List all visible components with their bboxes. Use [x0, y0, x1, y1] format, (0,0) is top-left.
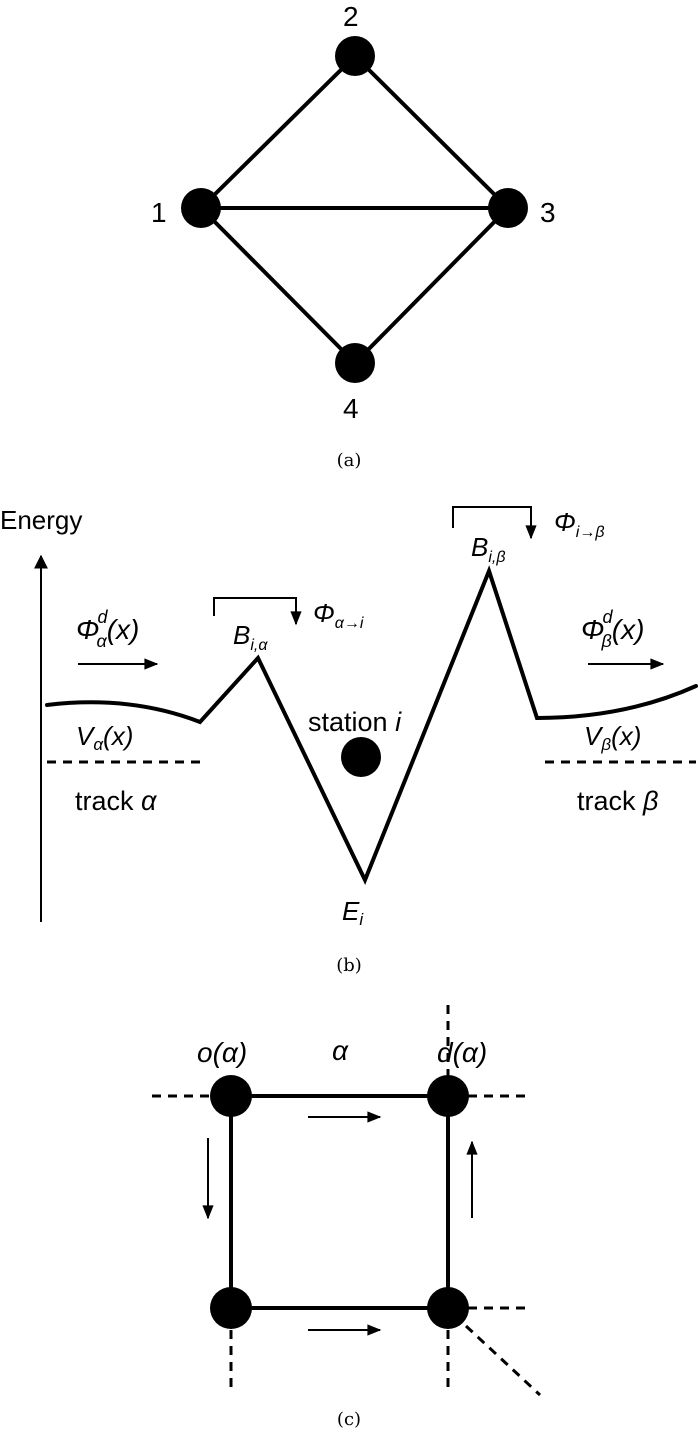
bracket-arrow-i-to-beta — [452, 506, 537, 540]
phi-alpha-to-i-label: Φα→i — [313, 598, 364, 632]
node-2 — [335, 36, 375, 76]
edge-2-3 — [353, 54, 510, 210]
node-3 — [488, 188, 528, 228]
track-alpha-label: track α — [75, 786, 158, 816]
v-alpha-label: Vα(x) — [76, 721, 133, 754]
origin-label: o(α) — [197, 1037, 247, 1068]
node-destination — [427, 1075, 469, 1117]
node-bottom-left — [210, 1287, 252, 1329]
node-1 — [181, 188, 221, 228]
node-1-label: 1 — [151, 197, 167, 228]
panel-c-network: o(α) d(α) α — [152, 1005, 542, 1397]
caption-c: (c) — [337, 1409, 361, 1430]
node-bottom-right — [427, 1287, 469, 1329]
caption-a: (a) — [337, 450, 362, 471]
external-link-br-diagonal — [464, 1324, 542, 1397]
energy-axis-label: Energy — [0, 505, 82, 535]
track-beta-label: track β — [577, 786, 658, 816]
potential-curve — [45, 565, 698, 885]
station-particle — [341, 737, 381, 777]
bracket-arrow-alpha-to-i — [213, 597, 302, 626]
station-energy-label: Ei — [342, 896, 364, 929]
node-origin — [210, 1075, 252, 1117]
node-4 — [335, 343, 375, 383]
edge-3-4 — [353, 206, 510, 365]
phi-i-to-beta-label: Φi→β — [554, 507, 604, 541]
barrier-beta-label: Bi,β — [471, 532, 505, 566]
caption-b: (b) — [336, 955, 362, 976]
barrier-alpha-label: Bi,α — [233, 620, 268, 654]
v-beta-label: Vβ(x) — [584, 721, 641, 754]
edge-alpha-label: α — [332, 1035, 349, 1066]
edge-1-2 — [199, 54, 357, 210]
station-label: station i — [308, 707, 402, 737]
node-4-label: 4 — [343, 393, 359, 424]
panel-a-graph: 1 2 3 4 — [151, 1, 556, 424]
node-2-label: 2 — [343, 1, 359, 32]
node-3-label: 3 — [540, 197, 556, 228]
edge-1-4 — [199, 206, 357, 365]
destination-label: d(α) — [437, 1037, 487, 1068]
